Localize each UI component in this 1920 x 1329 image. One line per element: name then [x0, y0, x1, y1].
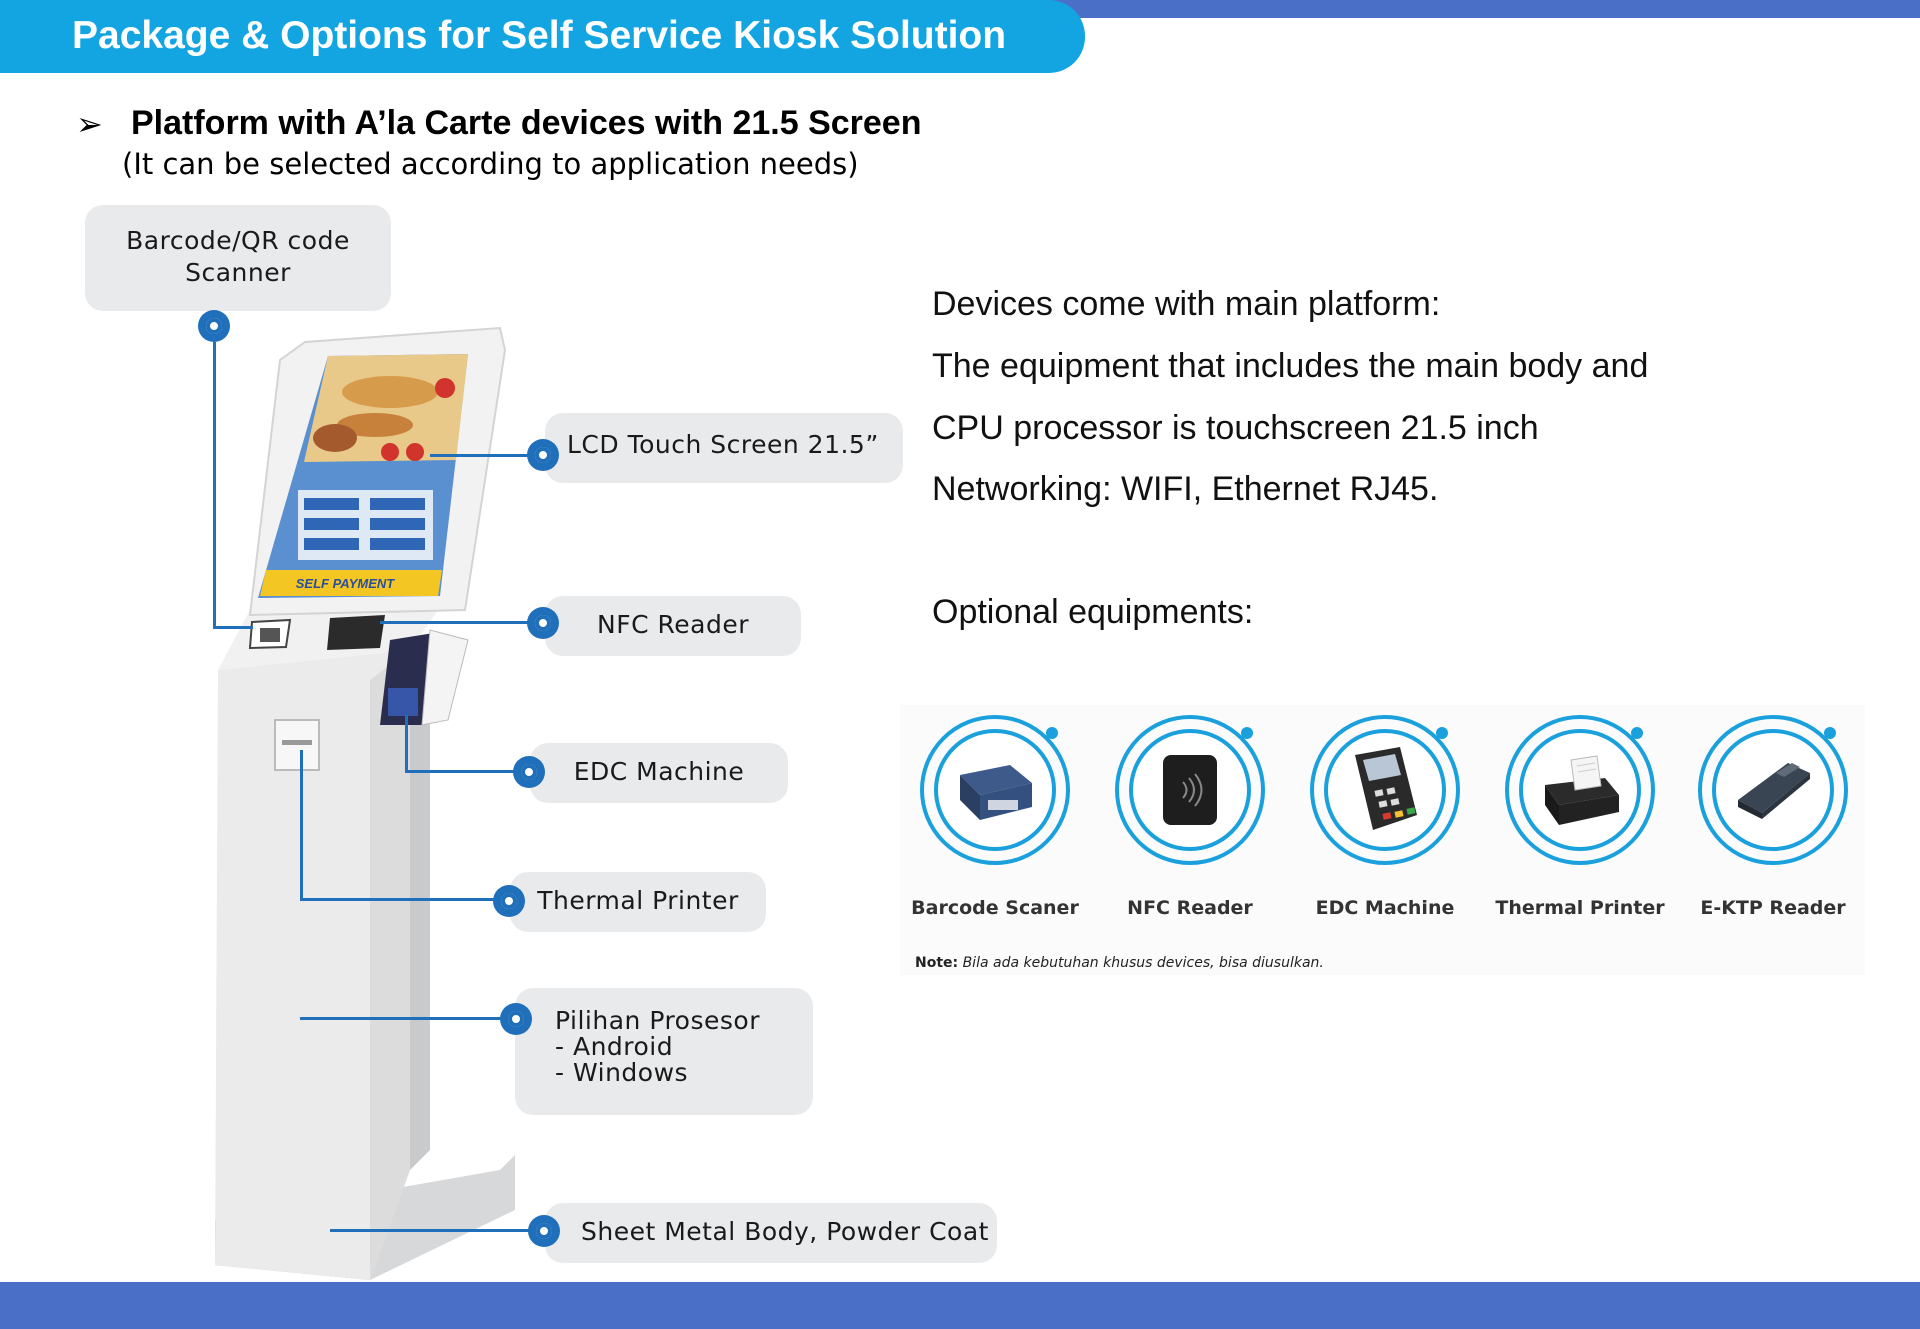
barcode-scanner-icon: [960, 765, 1032, 820]
optional-title: Optional equipments:: [932, 593, 1254, 631]
printer-ring-inner: [1519, 729, 1641, 851]
callout-barcode-dot: [198, 310, 230, 342]
callout-nfc-reader: NFC Reader: [545, 596, 801, 656]
edc-ring-dot: [1436, 727, 1448, 739]
nfc-ring-inner: [1129, 729, 1251, 851]
callout-body-dot: [528, 1215, 560, 1247]
kiosk-illustration: [215, 326, 515, 1280]
callout-lcd-touch-screen: LCD Touch Screen 21.5”: [545, 413, 903, 483]
optional-label-edc: EDC Machine: [1315, 897, 1455, 919]
screen-banner: SELF PAYMENT: [295, 576, 395, 591]
callout-edc-connector: [405, 770, 515, 773]
callout-processor-options: Pilihan Prosesor - Android - Windows: [515, 988, 813, 1115]
bottom-band: [0, 1282, 1920, 1329]
platform-line-1: Devices come with main platform:: [932, 285, 1441, 323]
note-text: Bila ada kebutuhan khusus devices, bisa …: [962, 955, 1324, 971]
callout-lcd-connector: [430, 454, 530, 457]
callout-nfc-label: NFC Reader: [597, 610, 749, 639]
barcode-ring-inner: [934, 729, 1056, 851]
callout-body-connector: [330, 1229, 530, 1232]
ektp-ring: [1698, 715, 1848, 865]
nfc-ring-dot: [1241, 727, 1253, 739]
barcode-ring-dot: [1046, 727, 1058, 739]
callout-processor-android: - Android: [555, 1032, 674, 1061]
callout-printer-connector: [300, 898, 495, 901]
edc-machine-icon: [1355, 747, 1417, 830]
optional-label-nfc: NFC Reader: [1127, 897, 1253, 919]
section-heading: Platform with A’la Carte devices with 21…: [131, 104, 922, 142]
ektp-ring-dot: [1824, 727, 1836, 739]
platform-line-3: CPU processor is touchscreen 21.5 inch: [932, 409, 1539, 447]
callout-barcode-line1: Barcode/QR code: [126, 226, 350, 255]
callout-barcode-line2: Scanner: [185, 258, 291, 287]
bullet-arrow-icon: ➢: [76, 106, 103, 142]
ektp-ring-inner: [1712, 729, 1834, 851]
barcode-ring: [920, 715, 1070, 865]
callout-printer-connector-v: [300, 750, 303, 900]
callout-printer-label: Thermal Printer: [537, 886, 739, 915]
nfc-reader-icon: [1163, 755, 1217, 825]
callout-edc-connector-v: [405, 715, 408, 772]
callout-barcode-connector: [213, 342, 216, 629]
nfc-ring: [1115, 715, 1265, 865]
callout-printer-dot: [493, 885, 525, 917]
callout-barcode-connector-h: [213, 626, 253, 629]
callout-metal-body: Sheet Metal Body, Powder Coat: [545, 1203, 997, 1263]
callout-edc-machine: EDC Machine: [530, 743, 788, 803]
callout-processor-title: Pilihan Prosesor: [555, 1006, 760, 1035]
page-title: Package & Options for Self Service Kiosk…: [72, 14, 1007, 57]
callout-body-label: Sheet Metal Body, Powder Coat: [581, 1217, 989, 1246]
note-label: Note:: [915, 955, 959, 971]
callout-nfc-connector: [380, 621, 530, 624]
callout-nfc-dot: [527, 607, 559, 639]
optional-equipment-panel: Barcode Scaner NFC Reader: [900, 705, 1865, 975]
section-subheading: (It can be selected according to applica…: [122, 147, 859, 181]
callout-lcd-dot: [527, 439, 559, 471]
optional-note: Note: Bila ada kebutuhan khusus devices,…: [915, 955, 1324, 971]
thermal-printer-icon: [1545, 755, 1619, 825]
callout-thermal-printer: Thermal Printer: [510, 872, 766, 932]
edc-ring: [1310, 715, 1460, 865]
optional-label-printer: Thermal Printer: [1495, 897, 1665, 919]
edc-ring-inner: [1324, 729, 1446, 851]
platform-line-4: Networking: WIFI, Ethernet RJ45.: [932, 470, 1439, 508]
callout-processor-dot: [500, 1003, 532, 1035]
callout-edc-label: EDC Machine: [573, 757, 745, 786]
optional-label-ektp: E-KTP Reader: [1700, 897, 1846, 919]
callout-lcd-label: LCD Touch Screen 21.5”: [567, 430, 879, 459]
ektp-reader-icon: [1738, 763, 1810, 819]
optional-label-barcode: Barcode Scaner: [911, 897, 1079, 919]
callout-processor-windows: - Windows: [555, 1058, 689, 1087]
printer-ring-dot: [1631, 727, 1643, 739]
platform-line-2: The equipment that includes the main bod…: [932, 347, 1649, 385]
callout-edc-dot: [513, 756, 545, 788]
callout-processor-connector: [300, 1017, 502, 1020]
callout-barcode-scanner: Barcode/QR code Scanner: [85, 205, 391, 311]
title-tab: Package & Options for Self Service Kiosk…: [0, 0, 1085, 73]
printer-ring: [1505, 715, 1655, 865]
